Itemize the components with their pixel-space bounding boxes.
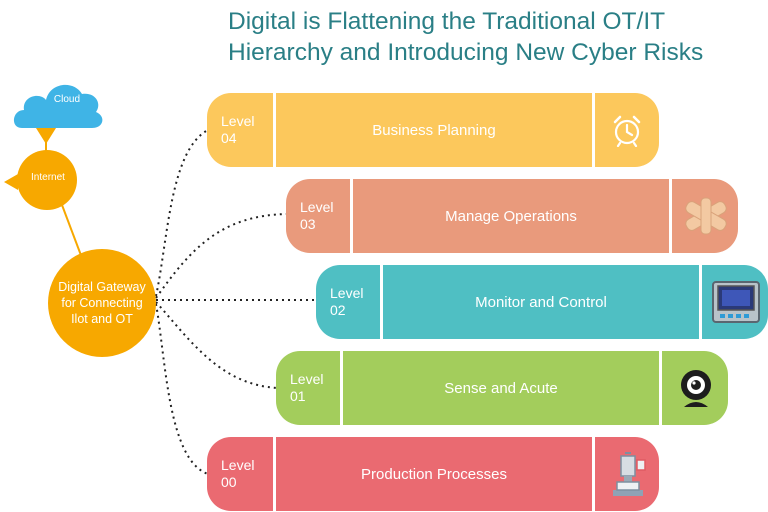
level-04-number: 04 — [221, 130, 237, 146]
internet-gateway-link — [61, 204, 83, 259]
level-02-word: Level — [330, 285, 364, 301]
level-03-bar: Level 03 Manage Operations — [286, 179, 738, 253]
level-02-name: Monitor and Control — [475, 293, 607, 311]
level-02-tag: Level 02 — [316, 265, 382, 339]
level-02-number: 02 — [330, 302, 346, 318]
level-02-name-box: Monitor and Control — [380, 265, 702, 339]
level-00-bar: Level 00 Production Processes — [207, 437, 659, 511]
level-01-number: 01 — [290, 388, 306, 404]
level-00-tag: Level 00 — [207, 437, 275, 511]
link-level-04 — [155, 129, 209, 297]
level-03-tag: Level 03 — [286, 179, 352, 253]
level-03-word: Level — [300, 199, 334, 215]
level-04-bar: Level 04 Business Planning — [207, 93, 659, 167]
webcam-icon — [664, 351, 728, 425]
level-01-name-box: Sense and Acute — [340, 351, 662, 425]
link-level-03 — [155, 213, 289, 299]
handshake-icon — [674, 179, 738, 253]
title-line-1: Digital is Flattening the Traditional OT… — [228, 8, 666, 35]
level-04-word: Level — [221, 113, 255, 129]
machine-icon — [595, 437, 659, 511]
digital-gateway-node: Digital Gateway for Connecting Ilot and … — [48, 249, 156, 357]
level-03-number: 03 — [300, 216, 316, 232]
level-02-bar: Level 02 Monitor and Control — [316, 265, 768, 339]
internet-node — [4, 150, 77, 210]
level-04-name: Business Planning — [372, 121, 496, 139]
level-03-name-box: Manage Operations — [350, 179, 672, 253]
gateway-label: Digital Gateway for Connecting Ilot and … — [58, 280, 146, 326]
link-level-01 — [155, 301, 279, 389]
control-panel-icon — [704, 265, 768, 339]
level-00-word: Level — [221, 457, 255, 473]
level-03-name: Manage Operations — [445, 207, 577, 225]
alarm-clock-icon — [595, 93, 659, 167]
level-00-name: Production Processes — [361, 465, 507, 483]
level-00-name-box: Production Processes — [273, 437, 595, 511]
cloud-icon — [13, 84, 103, 144]
level-01-word: Level — [290, 371, 324, 387]
level-04-tag: Level 04 — [207, 93, 275, 167]
link-level-00 — [155, 303, 209, 475]
level-01-bar: Level 01 Sense and Acute — [276, 351, 728, 425]
level-00-number: 00 — [221, 474, 237, 490]
level-01-tag: Level 01 — [276, 351, 342, 425]
diagram-title: Digital is Flattening the Traditional OT… — [228, 6, 764, 68]
internet-label: Internet — [31, 172, 65, 183]
title-line-2: Hierarchy and Introducing New Cyber Risk… — [228, 39, 704, 66]
level-01-name: Sense and Acute — [444, 379, 558, 397]
level-04-name-box: Business Planning — [273, 93, 595, 167]
cloud-label: Cloud — [53, 94, 81, 105]
